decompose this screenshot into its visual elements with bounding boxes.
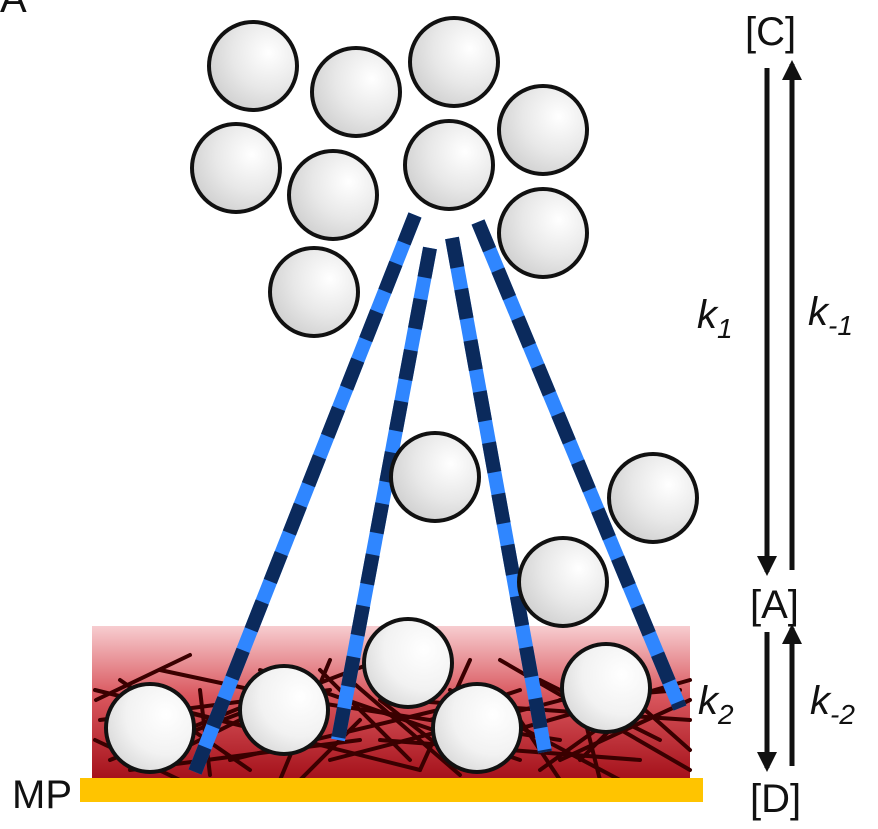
state-bottom-label: [D] <box>750 777 801 821</box>
fiber-line <box>94 653 192 702</box>
particles <box>104 16 699 774</box>
particle-sphere <box>607 452 699 544</box>
rate-k-minus-1-sub: -1 <box>828 310 853 341</box>
particle-sphere <box>431 682 523 774</box>
tether-strands <box>188 212 687 775</box>
substrate-label: MP <box>12 773 72 817</box>
tether-strand-dark-segments <box>445 236 552 754</box>
rate-k-minus-1-base: k <box>808 290 830 334</box>
particle-sphere <box>310 46 402 138</box>
state-middle-label: [A] <box>750 583 799 627</box>
tether-strand-dark-segments <box>471 219 687 711</box>
fiber-line <box>298 718 362 782</box>
state-top-label: [C] <box>745 10 796 54</box>
particle-sphere <box>408 16 500 108</box>
fiber-line <box>318 668 412 762</box>
particle-sphere <box>497 84 589 176</box>
particle-sphere <box>190 122 282 214</box>
rate-k2-base: k <box>698 679 720 723</box>
rate-k-minus-2-base: k <box>810 679 832 723</box>
particle-sphere <box>560 642 652 734</box>
rate-k-minus-1-label: k-1 <box>808 290 853 341</box>
particle-sphere <box>287 149 379 241</box>
rate-k1-base: k <box>697 293 719 337</box>
tether-strand-dark-segments <box>331 246 437 742</box>
particle-sphere <box>362 617 454 709</box>
particle-sphere <box>497 187 589 279</box>
rate-k-minus-2-label: k-2 <box>810 679 855 730</box>
particle-sphere <box>403 119 495 211</box>
rate-k1-label: k1 <box>697 293 733 344</box>
particle-sphere <box>238 664 330 756</box>
particle-sphere <box>517 536 609 628</box>
particle-sphere <box>207 20 299 112</box>
rate-k2-label: k2 <box>698 679 734 730</box>
kinetic-scheme: [C] [A] [D] k1 k-1 k2 k-2 <box>697 10 855 821</box>
particle-sphere <box>389 431 481 523</box>
particle-sphere <box>268 246 360 338</box>
rate-k2-sub: 2 <box>717 699 734 730</box>
fiber-line <box>348 678 462 777</box>
substrate-bar <box>80 778 703 802</box>
rate-k1-sub: 1 <box>717 313 733 344</box>
fiber-line <box>558 698 692 762</box>
rate-k-minus-2-sub: -2 <box>830 699 855 730</box>
panel-label: A <box>0 0 27 21</box>
particle-sphere <box>104 682 196 774</box>
tether-strand <box>188 212 422 775</box>
